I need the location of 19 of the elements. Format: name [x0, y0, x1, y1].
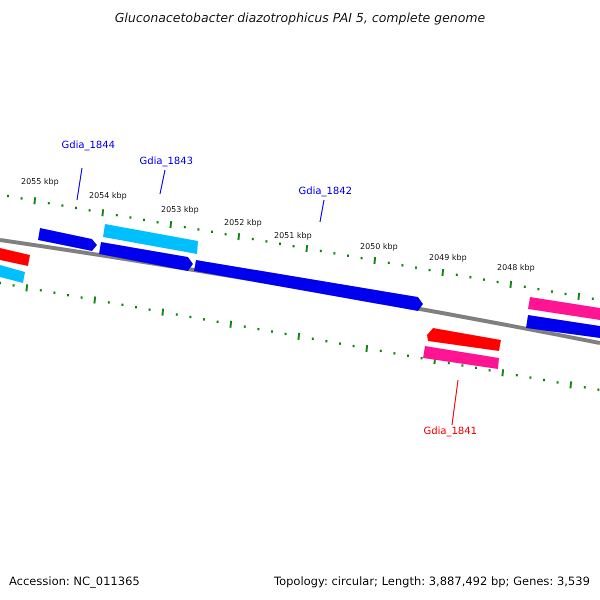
scale-label: 2053 kbp [161, 206, 199, 214]
leader-line [452, 380, 458, 426]
diagram-title: Gluconacetobacter diazotrophicus PAI 5, complete genome [114, 12, 486, 24]
gene-label: Gdia_1844 [62, 141, 115, 151]
leader-line [160, 170, 166, 194]
scale-label: 2051 kbp [274, 232, 312, 240]
gene-label: Gdia_1841 [424, 427, 477, 437]
genome-stats-text: Topology: circular; Length: 3,887,492 bp; Genes: 3,539 [274, 576, 590, 588]
accession-text: Accession: NC_011365 [9, 576, 140, 588]
gene-label: Gdia_1843 [140, 157, 193, 167]
gene-label: Gdia_1842 [298, 187, 352, 197]
scale-label: 2052 kbp [224, 219, 262, 227]
scale-label: 2050 kbp [360, 243, 398, 251]
scale-label: 2055 kbp [21, 178, 59, 186]
scale-label: 2049 kbp [429, 254, 467, 262]
leader-line [320, 200, 324, 222]
scale-label: 2048 kbp [497, 264, 535, 272]
scale-label: 2054 kbp [89, 192, 127, 200]
leader-line [76, 168, 82, 200]
